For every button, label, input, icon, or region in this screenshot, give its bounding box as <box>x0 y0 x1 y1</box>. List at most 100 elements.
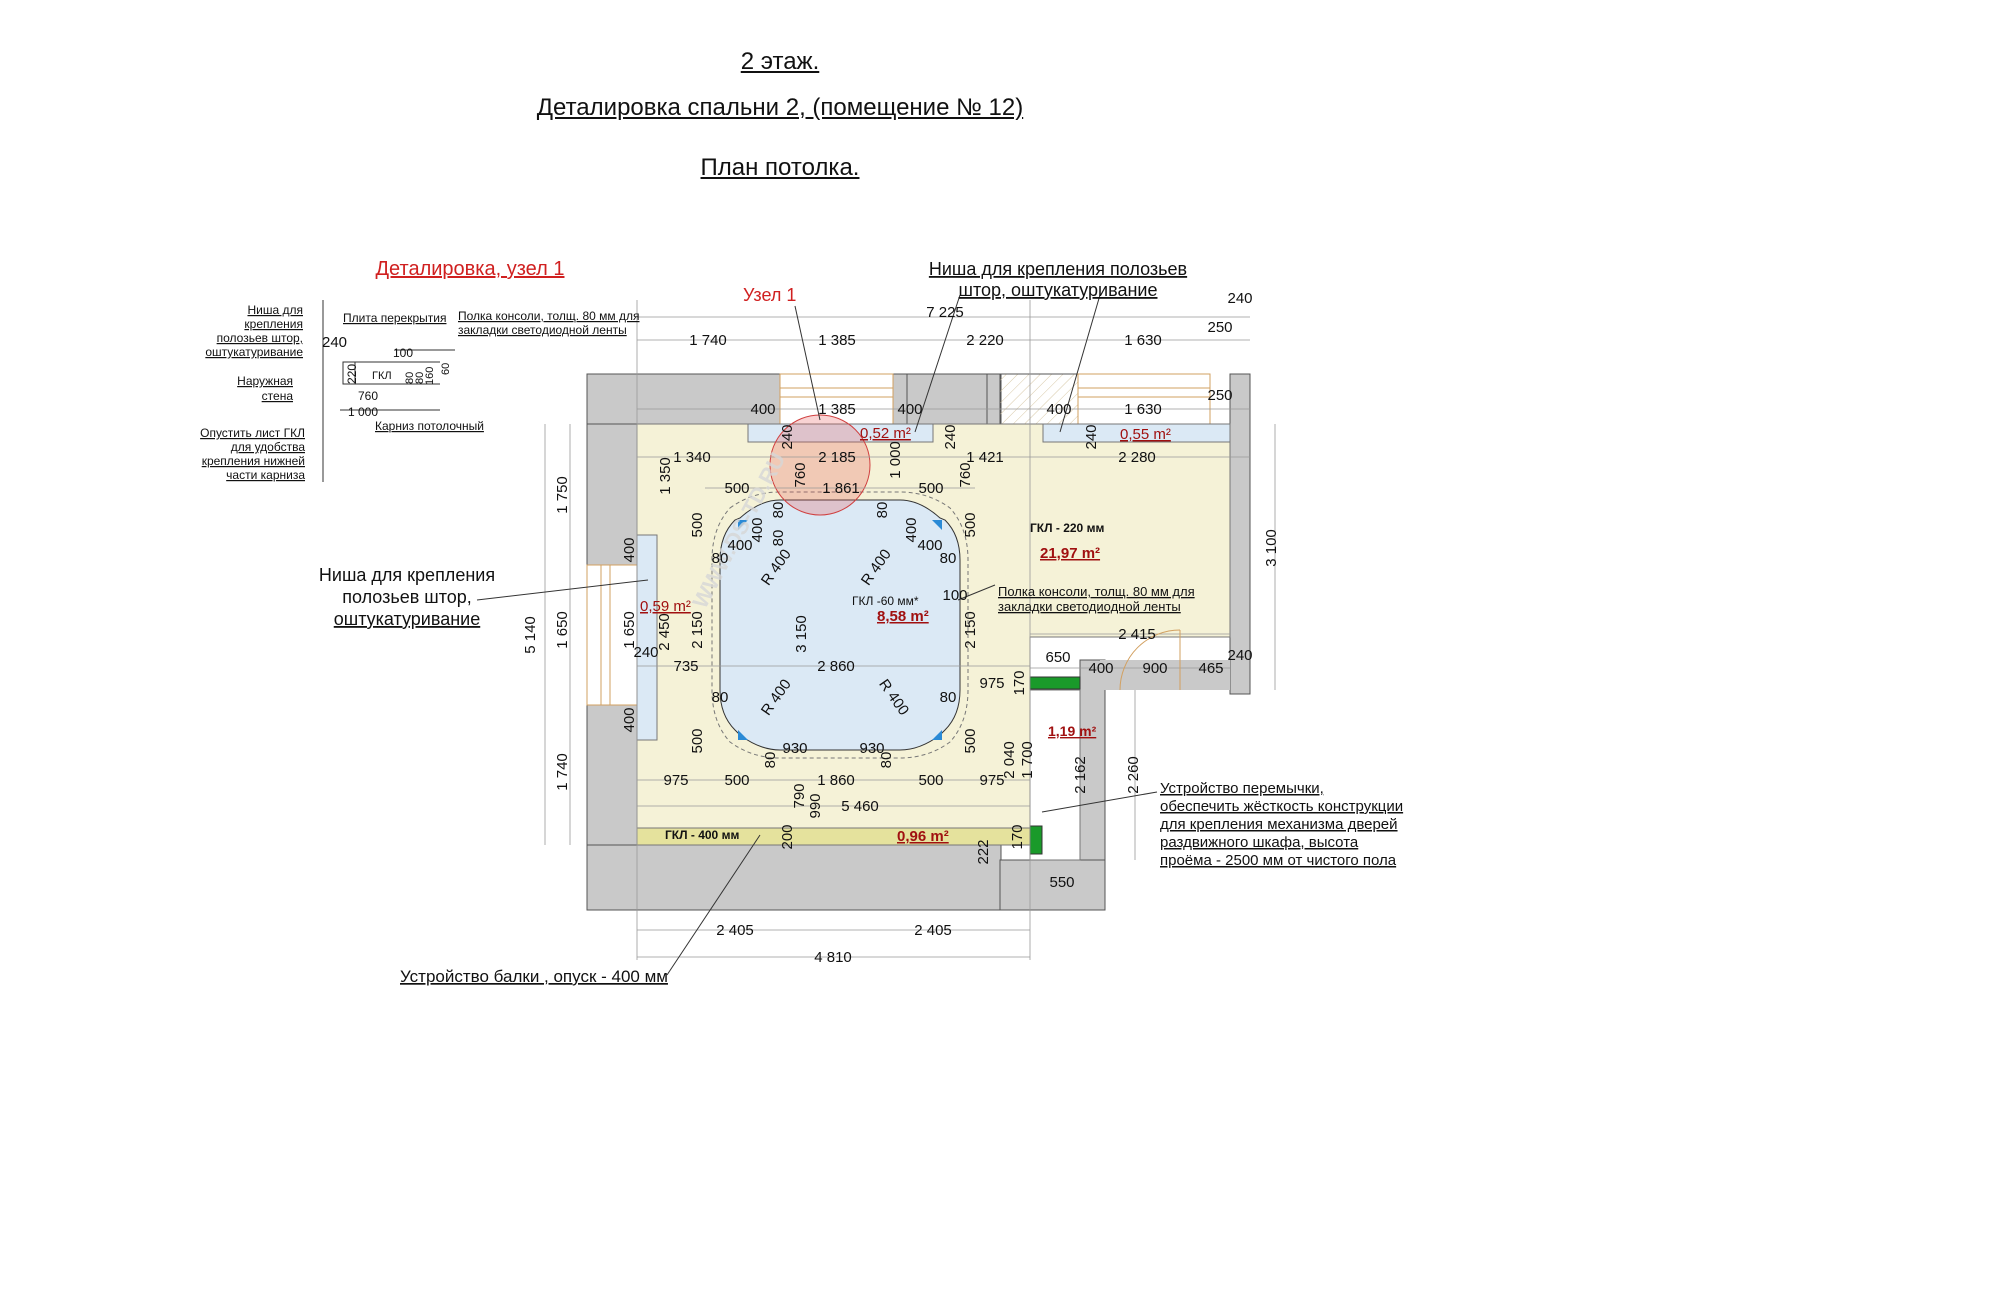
callout-niche-left-3: оштукатуривание <box>334 609 480 629</box>
dim-v500d: 500 <box>962 728 979 753</box>
niche-top-2-area: 0,55 m² <box>1120 426 1171 443</box>
node-slab-label: Плита перекрытия <box>343 311 446 325</box>
dim-v240b: 240 <box>942 424 959 449</box>
callout-lintel-5: проёма - 2500 мм от чистого пола <box>1160 852 1397 869</box>
dim-r80a: 80 <box>770 502 787 519</box>
window-2 <box>1077 373 1211 425</box>
dim-bot-4810: 4 810 <box>814 949 852 966</box>
shelf-outline <box>711 491 969 759</box>
dim-v500c: 500 <box>689 728 706 753</box>
dim-v500a: 500 <box>689 512 706 537</box>
node-lower-sheet-4: части карниза <box>226 468 305 482</box>
node-dim-760: 760 <box>358 389 378 403</box>
dim-left-5140: 5 140 <box>522 616 539 654</box>
window-1 <box>779 373 894 425</box>
dim-h400a: 400 <box>727 537 752 554</box>
dim-top-overall: 7 225 <box>926 304 964 321</box>
dim-in-1630: 1 630 <box>1124 401 1162 418</box>
dim-right-3100: 3 100 <box>1263 529 1280 567</box>
dim-niche-400a: 400 <box>621 537 638 562</box>
node-dim-60: 60 <box>440 363 452 375</box>
node-niche-label-4: оштукатуривание <box>205 345 303 359</box>
dim-h2860: 2 860 <box>817 658 855 675</box>
callout-niche-left-2: полозьев штор, <box>342 587 472 607</box>
dim-r465: 465 <box>1198 660 1223 677</box>
dim-h975a: 975 <box>979 675 1004 692</box>
node-cornice-label: Карниз потолочный <box>375 419 484 433</box>
niche-left <box>636 534 658 741</box>
dim-v400b: 400 <box>903 517 920 542</box>
dim-r500a: 500 <box>724 480 749 497</box>
dim-top-240: 240 <box>1227 290 1252 307</box>
dim-v2040: 2 040 <box>1001 741 1018 779</box>
node-niche-label-1: Ниша для <box>247 303 303 317</box>
dim-in-1385: 1 385 <box>818 401 856 418</box>
node-detail-heading: Деталировка, узел 1 <box>376 258 565 280</box>
dim-v760a: 760 <box>792 462 809 487</box>
dim-h100: 100 <box>942 587 967 604</box>
detail-title: Деталировка спальни 2, (помещение № 12) <box>536 94 1024 121</box>
window-3 <box>586 564 638 706</box>
node-niche-label-3: полозьев штор, <box>217 331 303 345</box>
dim-niche-1650: 1 650 <box>621 611 638 649</box>
node-lower-sheet-3: крепления нижней <box>202 454 305 468</box>
dim-r500b: 500 <box>918 480 943 497</box>
dim-v170b: 170 <box>1009 824 1026 849</box>
dim-top-2220: 2 220 <box>966 332 1004 349</box>
callout-lintel-4: раздвижного шкафа, высота <box>1160 834 1359 851</box>
lintel-top <box>1029 676 1081 690</box>
dim-v200: 200 <box>779 824 796 849</box>
node-dim-80b: 80 <box>414 372 426 384</box>
dim-v1350: 1 350 <box>657 457 674 495</box>
dim-in-400c: 400 <box>1046 401 1071 418</box>
dimension-lines <box>544 300 1276 960</box>
zone-220-label: ГКЛ - 220 мм <box>1030 521 1104 535</box>
dim-row-1340: 1 340 <box>673 449 711 466</box>
node-dim-160: 160 <box>424 367 436 385</box>
wall-bottom <box>586 844 1002 911</box>
dim-v2260: 2 260 <box>1125 756 1142 794</box>
callout-lintel-3: для крепления механизма дверей <box>1160 816 1398 833</box>
node-gkl-label: ГКЛ <box>372 370 392 382</box>
dim-top-1630: 1 630 <box>1124 332 1162 349</box>
callout-niche-top-2: штор, оштукатуривание <box>959 280 1158 300</box>
dim-v400a: 400 <box>749 517 766 542</box>
dim-h930a: 930 <box>782 740 807 757</box>
wall-bottom-closet <box>999 859 1106 911</box>
door-swing <box>1119 629 1181 691</box>
dim-v500b: 500 <box>962 512 979 537</box>
dim-v240a: 240 <box>779 424 796 449</box>
zone-60-label: ГКЛ -60 мм* <box>852 594 919 608</box>
node-shelf-1: Полка консоли, толщ. 80 мм для <box>458 309 640 323</box>
callout-niche-left-1: Ниша для крепления <box>319 565 495 585</box>
dim-v80c: 80 <box>762 752 779 769</box>
dim-b975b: 975 <box>979 772 1004 789</box>
dim-v80d: 80 <box>878 752 895 769</box>
dim-v790: 790 <box>791 783 808 808</box>
dim-left-1750: 1 750 <box>554 476 571 514</box>
dim-row-2185: 2 185 <box>818 449 856 466</box>
node-1-marker <box>769 414 871 516</box>
dim-r240: 240 <box>1227 647 1252 664</box>
zone-60-area: 8,58 m² <box>877 608 929 625</box>
dim-row-1421: 1 421 <box>966 449 1004 466</box>
dim-r650: 650 <box>1045 649 1070 666</box>
callout-shelf-2: закладки светодиодной ленты <box>998 599 1181 614</box>
niche-top-1-area: 0,52 m² <box>860 425 911 442</box>
dim-r2415: 2 415 <box>1118 626 1156 643</box>
dim-in-400a: 400 <box>750 401 775 418</box>
dim-b500a: 500 <box>724 772 749 789</box>
dim-v80b: 80 <box>770 530 787 547</box>
dim-in-250: 250 <box>1207 387 1232 404</box>
dim-niche-400b: 400 <box>621 707 638 732</box>
callout-beam: Устройство балки , опуск - 400 мм <box>400 967 668 986</box>
dim-h80c: 80 <box>712 689 729 706</box>
dim-v2450: 2 450 <box>656 613 673 651</box>
dim-h80d: 80 <box>940 689 957 706</box>
node-dim-240: 240 <box>322 334 347 351</box>
callout-niche-top-1: Ниша для крепления полозьев <box>929 259 1187 279</box>
dim-v760b: 760 <box>957 462 974 487</box>
node-1-callout: Узел 1 <box>743 285 796 305</box>
dim-v2150a: 2 150 <box>689 611 706 649</box>
